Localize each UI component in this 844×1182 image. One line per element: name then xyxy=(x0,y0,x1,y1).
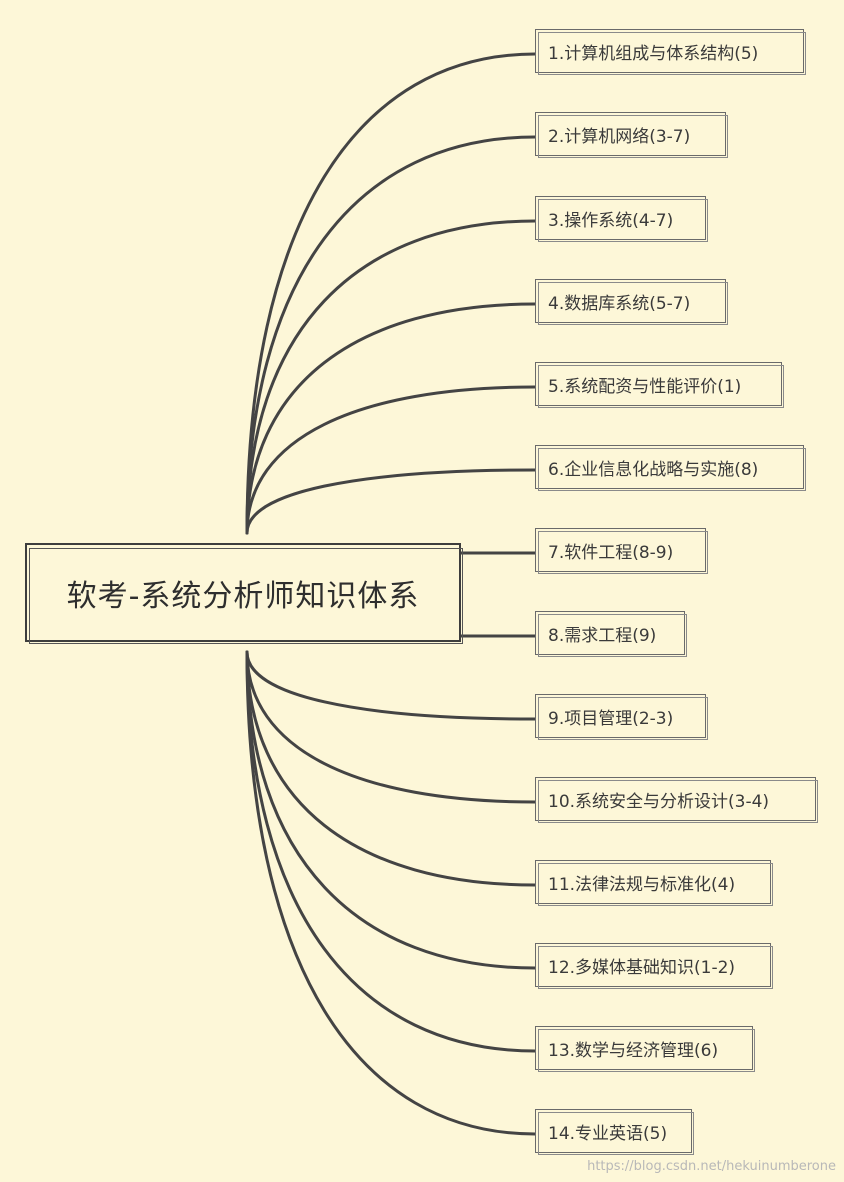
branch-label: 3.操作系统(4-7) xyxy=(548,210,674,231)
connector-line-12 xyxy=(245,650,537,970)
branch-label: 6.企业信息化战略与实施(8) xyxy=(548,459,759,480)
connector-line-11 xyxy=(245,650,537,887)
branch-node-4[interactable]: 4.数据库系统(5-7) xyxy=(535,279,728,325)
branch-node-10[interactable]: 10.系统安全与分析设计(3-4) xyxy=(535,777,818,823)
branch-node-2[interactable]: 2.计算机网络(3-7) xyxy=(535,112,728,158)
branch-label: 5.系统配资与性能评价(1) xyxy=(548,376,742,397)
branch-label: 12.多媒体基础知识(1-2) xyxy=(548,957,736,978)
branch-node-1[interactable]: 1.计算机组成与体系结构(5) xyxy=(535,29,806,75)
branch-label: 2.计算机网络(3-7) xyxy=(548,126,691,147)
branch-node-8[interactable]: 8.需求工程(9) xyxy=(535,611,687,657)
branch-node-13[interactable]: 13.数学与经济管理(6) xyxy=(535,1026,755,1072)
branch-label: 9.项目管理(2-3) xyxy=(548,708,674,729)
branch-label: 4.数据库系统(5-7) xyxy=(548,293,691,314)
connector-line-10 xyxy=(245,650,537,804)
connector-line-13 xyxy=(245,650,537,1053)
branch-label: 1.计算机组成与体系结构(5) xyxy=(548,43,759,64)
branch-node-9[interactable]: 9.项目管理(2-3) xyxy=(535,694,708,740)
connector-line-3 xyxy=(245,219,537,535)
branch-label: 8.需求工程(9) xyxy=(548,625,657,646)
branch-node-11[interactable]: 11.法律法规与标准化(4) xyxy=(535,860,773,906)
connector-line-1 xyxy=(245,52,537,535)
branch-label: 13.数学与经济管理(6) xyxy=(548,1040,719,1061)
connector-line-5 xyxy=(245,385,537,535)
branch-node-3[interactable]: 3.操作系统(4-7) xyxy=(535,196,708,242)
branch-node-6[interactable]: 6.企业信息化战略与实施(8) xyxy=(535,445,806,491)
branch-node-5[interactable]: 5.系统配资与性能评价(1) xyxy=(535,362,784,408)
watermark-text: https://blog.csdn.net/hekuinumberone xyxy=(587,1159,836,1174)
connector-line-6 xyxy=(245,468,537,535)
branch-node-14[interactable]: 14.专业英语(5) xyxy=(535,1109,694,1155)
connector-line-14 xyxy=(245,650,537,1136)
branch-label: 7.软件工程(8-9) xyxy=(548,542,674,563)
branch-node-12[interactable]: 12.多媒体基础知识(1-2) xyxy=(535,943,773,989)
connector-line-2 xyxy=(245,135,537,535)
connector-line-9 xyxy=(245,650,537,721)
branch-label: 14.专业英语(5) xyxy=(548,1123,668,1144)
root-title: 软考-系统分析师知识体系 xyxy=(66,578,420,614)
connector-line-4 xyxy=(245,302,537,535)
branch-label: 10.系统安全与分析设计(3-4) xyxy=(548,791,770,812)
root-node[interactable]: 软考-系统分析师知识体系 xyxy=(25,543,463,644)
branch-label: 11.法律法规与标准化(4) xyxy=(548,874,736,895)
branch-node-7[interactable]: 7.软件工程(8-9) xyxy=(535,528,708,574)
